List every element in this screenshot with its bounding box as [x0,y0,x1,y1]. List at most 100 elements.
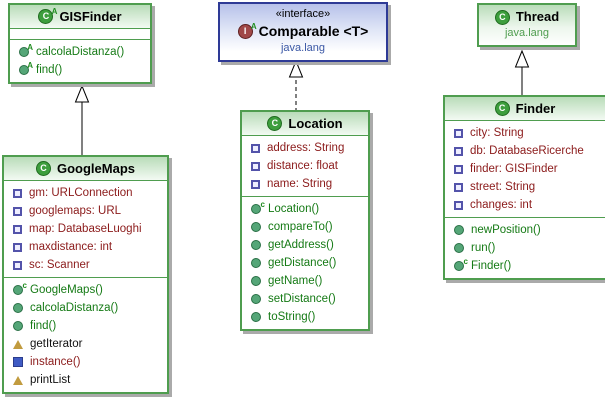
method-row[interactable]: printList [4,371,167,389]
method-row[interactable]: getDistance() [242,254,368,272]
realization-arrow-location-comparable[interactable] [283,59,309,112]
yellow-triangle-icon [13,339,23,349]
field-label: changes: int [470,199,533,211]
method-label: Location() [268,203,320,215]
field-label: distance: float [267,160,338,172]
fields-compartment: city: String db: DatabaseRicerche finder… [445,121,605,218]
method-row[interactable]: setDistance() [242,290,368,308]
method-row[interactable]: run() [445,239,605,257]
method-row[interactable]: find() [4,317,167,335]
method-label: compareTo() [268,221,333,233]
method-icon [251,294,261,304]
class-box-gisfinder[interactable]: GISFinder calcolaDistanza() find() [8,3,152,84]
method-icon [13,303,23,313]
class-box-googlemaps[interactable]: GoogleMaps gm: URLConnection googlemaps:… [2,155,169,394]
method-row[interactable]: getAddress() [242,236,368,254]
class-name: Finder [515,101,556,116]
interface-header[interactable]: «interface» Comparable <T> java.lang [220,4,386,60]
class-icon [267,116,283,131]
method-label: Finder() [471,260,512,272]
field-row[interactable]: distance: float [242,157,368,175]
method-row[interactable]: instance() [4,353,167,371]
method-row[interactable]: toString() [242,308,368,326]
field-icon [454,146,463,156]
field-row[interactable]: sc: Scanner [4,256,167,274]
method-row[interactable]: calcolaDistanza() [4,299,167,317]
field-row[interactable]: changes: int [445,196,605,214]
fields-compartment-empty [10,29,150,40]
field-label: city: String [470,127,524,139]
field-row[interactable]: map: DatabaseLuoghi [4,220,167,238]
class-header[interactable]: Finder [445,97,605,121]
constructor-icon [13,281,27,295]
abstract-method-icon [19,43,33,57]
abstract-class-icon [38,5,57,24]
method-label: calcolaDistanza() [36,46,125,58]
constructor-icon [454,257,468,271]
class-header[interactable]: GoogleMaps [4,157,167,181]
field-row[interactable]: city: String [445,124,605,142]
member-label: getIterator [30,338,83,350]
method-icon [454,225,464,235]
field-icon [454,182,463,192]
field-label: googlemaps: URL [29,205,122,217]
methods-compartment: Location() compareTo() getAddress() getD… [242,197,368,329]
method-row[interactable]: getIterator [4,335,167,353]
interface-name: Comparable <T> [258,23,369,39]
field-label: map: DatabaseLuoghi [29,223,142,235]
method-label: find() [30,320,57,332]
yellow-triangle-icon [13,375,23,385]
method-row[interactable]: GoogleMaps() [4,281,167,299]
method-row[interactable]: compareTo() [242,218,368,236]
field-label: db: DatabaseRicerche [470,145,584,157]
class-header[interactable]: Thread java.lang [479,5,575,45]
field-icon [13,188,22,198]
interface-box-comparable[interactable]: «interface» Comparable <T> java.lang [218,2,388,62]
method-row[interactable]: find() [10,61,150,79]
field-row[interactable]: address: String [242,139,368,157]
field-icon [13,224,22,234]
class-box-thread[interactable]: Thread java.lang [477,3,577,47]
method-row[interactable]: Finder() [445,257,605,275]
method-row[interactable]: calcolaDistanza() [10,43,150,61]
class-name: GISFinder [59,9,122,24]
field-row[interactable]: db: DatabaseRicerche [445,142,605,160]
blue-square-icon [13,357,23,367]
fields-compartment: gm: URLConnection googlemaps: URL map: D… [4,181,167,278]
class-icon [494,9,510,25]
method-icon [251,240,261,250]
method-label: setDistance() [268,293,336,305]
field-label: sc: Scanner [29,259,90,271]
field-row[interactable]: googlemaps: URL [4,202,167,220]
method-row[interactable]: Location() [242,200,368,218]
method-label: newPosition() [471,224,541,236]
package-label: java.lang [504,27,550,39]
field-icon [13,260,22,270]
method-label: getDistance() [268,257,337,269]
field-icon [251,179,260,189]
class-name: Location [288,116,343,131]
stereotype-label: «interface» [275,8,331,20]
field-row[interactable]: maxdistance: int [4,238,167,256]
field-label: maxdistance: int [29,241,113,253]
class-box-finder[interactable]: Finder city: String db: DatabaseRicerche… [443,95,605,280]
class-header[interactable]: Location [242,112,368,136]
field-label: street: String [470,181,536,193]
field-icon [13,206,22,216]
method-row[interactable]: getName() [242,272,368,290]
class-header[interactable]: GISFinder [10,5,150,29]
member-label: printList [30,374,71,386]
field-row[interactable]: gm: URLConnection [4,184,167,202]
field-row[interactable]: name: String [242,175,368,193]
constructor-icon [251,200,265,214]
field-row[interactable]: finder: GISFinder [445,160,605,178]
abstract-method-icon [19,61,33,75]
inheritance-arrow-googlemaps-gisfinder[interactable] [69,84,95,155]
method-label: getAddress() [268,239,334,251]
inheritance-arrow-finder-thread[interactable] [509,49,535,96]
method-icon [13,321,23,331]
field-row[interactable]: street: String [445,178,605,196]
method-row[interactable]: newPosition() [445,221,605,239]
class-box-location[interactable]: Location address: String distance: float… [240,110,370,331]
class-name: GoogleMaps [56,161,135,176]
